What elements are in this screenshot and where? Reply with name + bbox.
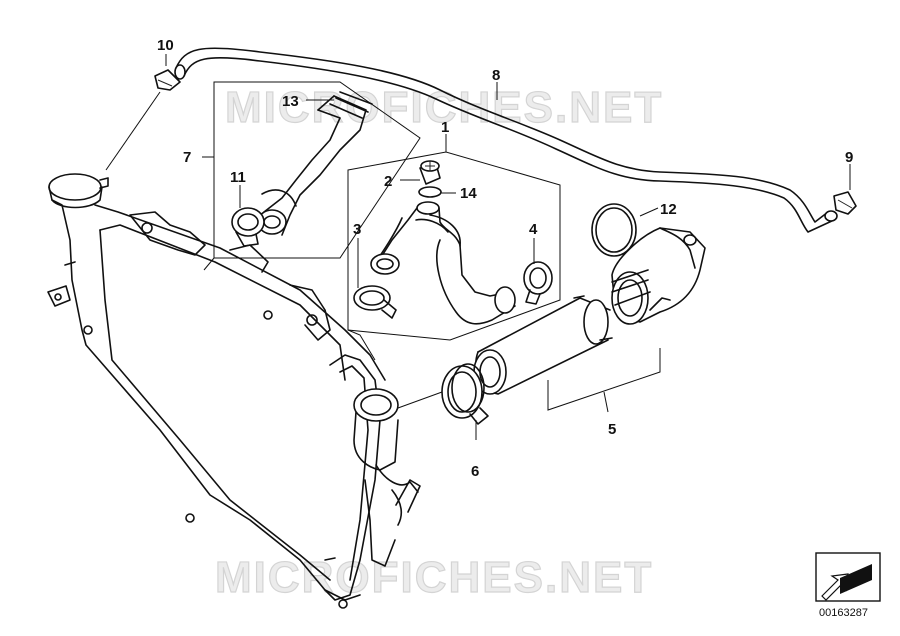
callout-9: 9	[845, 149, 853, 166]
callout-12: 12	[660, 201, 677, 218]
bracket-5	[547, 348, 661, 413]
diagram-code: 00163287	[819, 607, 868, 619]
callout-13: 13	[282, 93, 299, 110]
leader-10-cap	[105, 91, 161, 171]
overflow-hose	[174, 47, 838, 233]
callout-11: 11	[230, 169, 246, 186]
coolant-hose-1	[370, 201, 516, 325]
bleed-screw-2	[419, 160, 441, 185]
watermark-bottom: MICROFICHES.NET	[215, 553, 653, 602]
leader-lines	[165, 54, 851, 288]
radiator	[47, 173, 421, 609]
coolant-pipe-5	[473, 295, 613, 395]
hose-clamp-9	[833, 191, 857, 215]
callout-10: 10	[157, 37, 174, 54]
callout-7: 7	[183, 149, 191, 166]
hose-clamp-4	[523, 261, 553, 305]
group-7-box	[202, 81, 421, 271]
callout-4: 4	[529, 221, 538, 238]
callout-8: 8	[492, 67, 500, 84]
hose-clamp-6	[441, 363, 489, 425]
callout-1: 1	[441, 119, 449, 136]
leader-outlet-6	[397, 391, 443, 409]
callout-14: 14	[460, 185, 477, 202]
callout-2: 2	[384, 173, 392, 190]
callout-6: 6	[471, 463, 479, 480]
thermostat-housing-5	[611, 227, 706, 325]
diagram-badge: 00163287	[815, 552, 881, 619]
hose-clamp-3	[353, 285, 397, 319]
upper-hose-13	[257, 91, 373, 236]
hose-clamp-11	[231, 207, 265, 247]
o-ring-14	[418, 186, 442, 198]
arrow-icon	[821, 564, 872, 601]
callout-3: 3	[353, 221, 361, 238]
o-ring-12	[591, 203, 637, 257]
callout-5: 5	[608, 421, 616, 438]
hose-clamp-10	[154, 69, 181, 91]
group-1-box	[347, 134, 561, 361]
